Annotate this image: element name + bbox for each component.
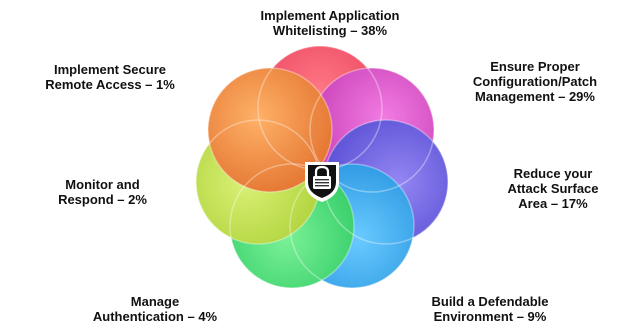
label-defendable-environment: Build a Defendable Environment – 9% xyxy=(375,294,605,324)
label-secure-remote-access: Implement Secure Remote Access – 1% xyxy=(5,62,215,92)
label-line: Monitor and xyxy=(65,177,140,192)
label-line: Reduce your xyxy=(513,166,593,181)
label-monitor-and-respond: Monitor and Respond – 2% xyxy=(20,177,185,207)
label-line: Authentication – 4% xyxy=(92,309,218,324)
label-reduce-attack-surface: Reduce your Attack Surface Area – 17% xyxy=(478,166,628,211)
label-line: Ensure Proper xyxy=(490,59,580,74)
label-line: Build a Defendable xyxy=(431,294,549,309)
label-line: Remote Access – 1% xyxy=(45,77,175,92)
label-line: Attack Surface xyxy=(507,181,599,196)
label-line: Manage xyxy=(130,294,180,309)
label-line: Whitelisting – 38% xyxy=(272,23,388,38)
label-configuration-patch-management: Ensure Proper Configuration/Patch Manage… xyxy=(440,59,630,104)
label-line: Environment – 9% xyxy=(433,309,547,324)
petal-top-left xyxy=(208,68,332,192)
label-line: Respond – 2% xyxy=(58,192,147,207)
lock-shield-icon xyxy=(305,162,339,202)
label-manage-authentication: Manage Authentication – 4% xyxy=(55,294,255,324)
label-line: Configuration/Patch xyxy=(472,74,598,89)
label-line: Area – 17% xyxy=(518,196,588,211)
label-application-whitelisting: Implement Application Whitelisting – 38% xyxy=(215,8,445,38)
label-line: Implement Secure xyxy=(54,62,166,77)
label-line: Implement Application xyxy=(260,8,400,23)
label-line: Management – 29% xyxy=(475,89,595,104)
